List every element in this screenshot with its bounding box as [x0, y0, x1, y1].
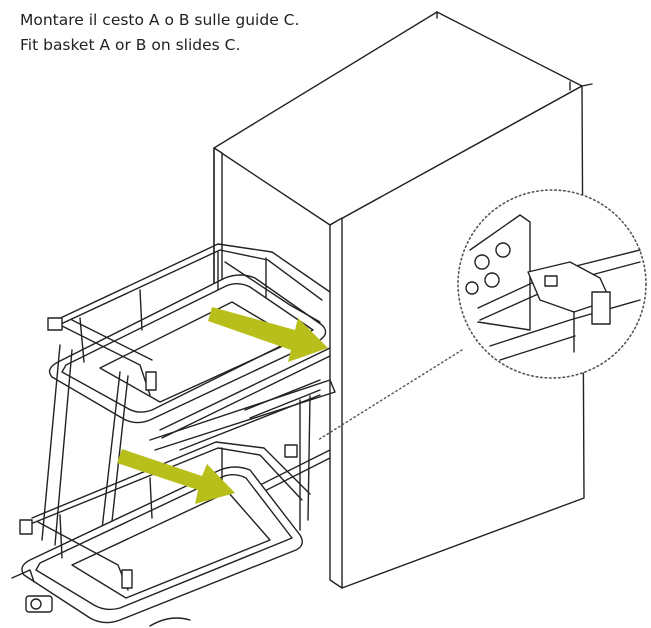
arrow-right-down-icon — [208, 307, 328, 362]
cabinet-front-edge — [329, 217, 343, 589]
hole-4 — [484, 272, 500, 288]
hole-3 — [465, 281, 479, 295]
arrow-right-down-icon — [117, 449, 235, 504]
instruction-text: Montare il cesto A o B sulle guide C. Fi… — [20, 8, 299, 58]
hole-1 — [474, 254, 490, 270]
callout-leader-line — [317, 349, 463, 441]
instruction-italian: Montare il cesto A o B sulle guide C. — [20, 11, 300, 29]
callout-detail — [317, 189, 647, 441]
instruction-english: Fit basket A or B on slides C. — [20, 36, 241, 54]
direction-arrows — [117, 307, 328, 504]
hole-2 — [495, 242, 511, 258]
basket-lower — [11, 441, 311, 627]
